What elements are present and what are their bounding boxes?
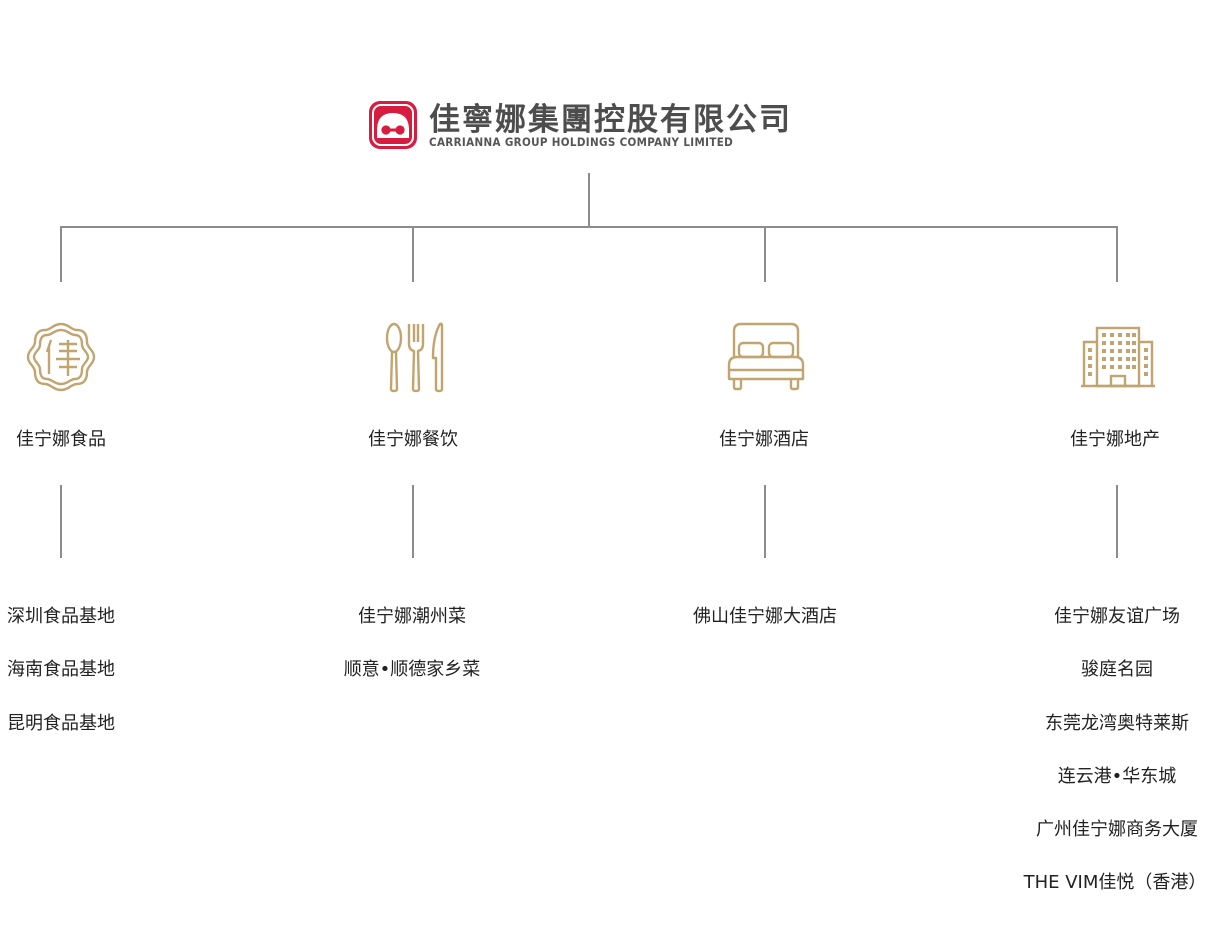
subsidiary-item: 深圳食品基地 — [7, 606, 115, 627]
subsidiary-item: 昆明食品基地 — [7, 713, 115, 734]
branch-line-property — [1116, 226, 1118, 282]
branch-line-hotel — [764, 226, 766, 282]
sub-line-property — [1116, 485, 1118, 558]
cutlery-icon — [385, 322, 444, 393]
subsidiary-item: THE VIM佳悦（香港） — [1023, 872, 1206, 893]
division-name-food: 佳宁娜食品 — [16, 429, 106, 450]
trunk-line — [588, 173, 590, 226]
division-name-property: 佳宁娜地产 — [1070, 429, 1160, 450]
subsidiary-item: 顺意•顺德家乡菜 — [343, 659, 481, 680]
subsidiary-item: 广州佳宁娜商务大厦 — [1036, 819, 1198, 840]
branch-line-food — [60, 226, 62, 282]
subsidiary-item: 连云港•华东城 — [1057, 766, 1177, 787]
subsidiary-item: 佛山佳宁娜大酒店 — [693, 606, 837, 627]
sub-line-food — [60, 485, 62, 558]
company-name-en: CARRIANNA GROUP HOLDINGS COMPANY LIMITED — [429, 135, 734, 149]
building-icon — [1081, 326, 1155, 388]
sub-line-hotel — [764, 485, 766, 558]
subsidiary-item: 骏庭名园 — [1081, 659, 1153, 680]
sub-line-catering — [412, 485, 414, 558]
horizontal-connector — [60, 226, 1118, 228]
company-name-cn: 佳寧娜集團控股有限公司 — [429, 102, 792, 138]
division-name-hotel: 佳宁娜酒店 — [719, 429, 809, 450]
subsidiary-item: 东莞龙湾奥特莱斯 — [1045, 713, 1189, 734]
jia-seal-icon — [26, 322, 96, 392]
division-name-catering: 佳宁娜餐饮 — [368, 429, 458, 450]
company-logo: 佳寧娜集團控股有限公司 CARRIANNA GROUP HOLDINGS COM… — [368, 98, 813, 153]
subsidiary-item: 佳宁娜潮州菜 — [358, 606, 466, 627]
branch-line-catering — [412, 226, 414, 282]
subsidiary-item: 佳宁娜友谊广场 — [1054, 606, 1180, 627]
subsidiary-item: 海南食品基地 — [7, 659, 115, 680]
bed-icon — [727, 322, 805, 391]
carrianna-logo-icon — [369, 101, 417, 149]
